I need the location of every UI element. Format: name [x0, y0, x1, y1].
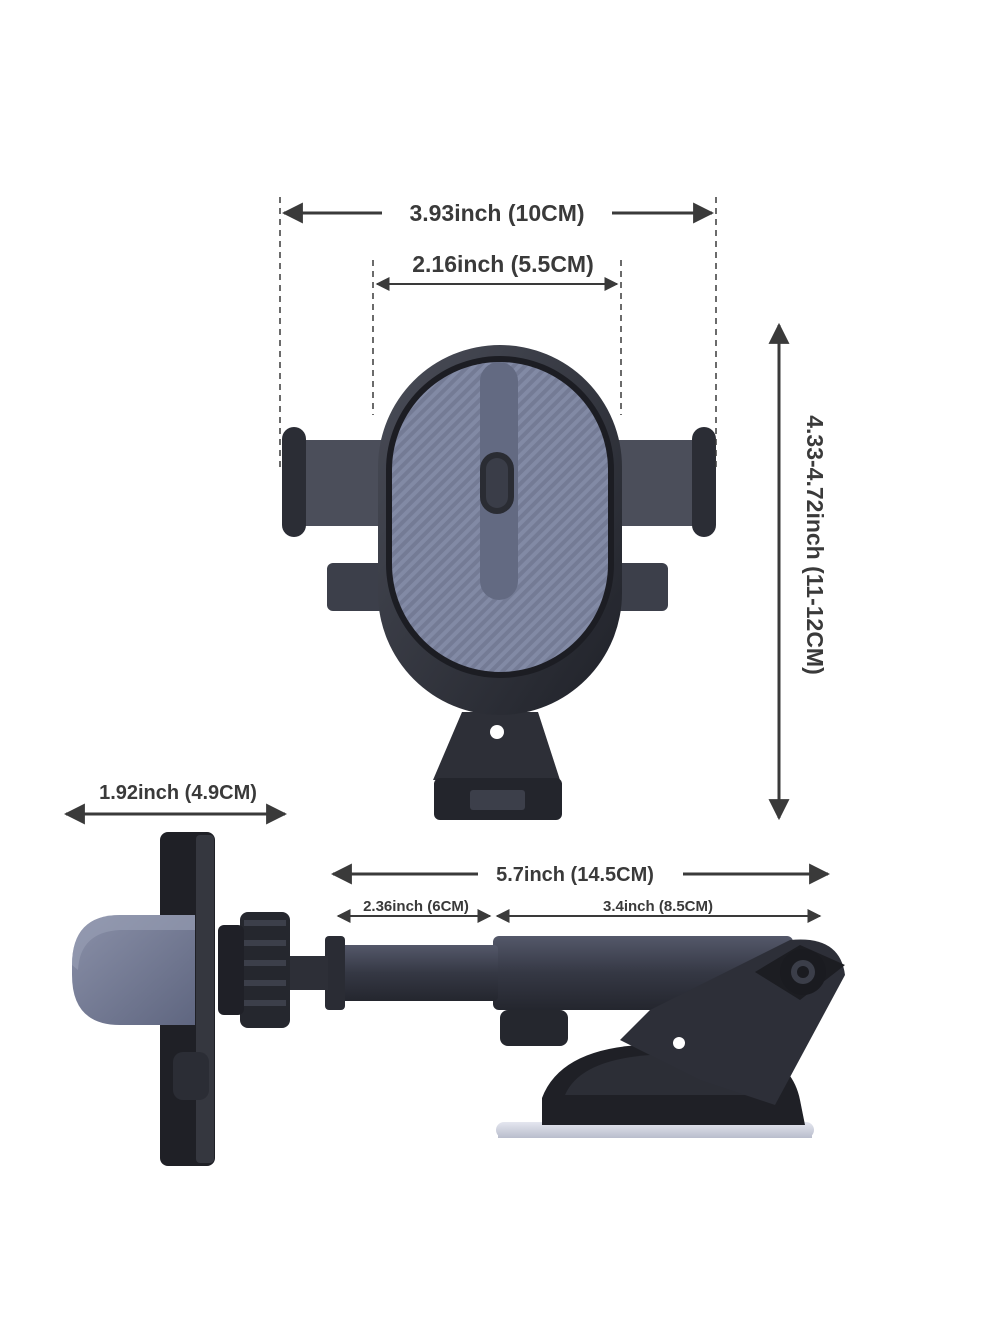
arm-end-cap	[325, 936, 345, 1010]
side-grip-pad	[72, 915, 195, 1025]
reference-lines-top	[279, 197, 717, 470]
arm-extension-dimension: 2.36inch (6CM)	[336, 898, 492, 923]
base-length-label: 3.4inch (8.5CM)	[603, 898, 713, 915]
right-support-foot	[613, 563, 668, 611]
inner-width-label: 2.16inch (5.5CM)	[412, 251, 594, 277]
height-dimension: 4.33-4.72inch (11-12CM)	[768, 322, 837, 821]
left-grip-pad	[282, 427, 306, 537]
left-grip-arm	[300, 440, 390, 526]
clamp-depth-dimension: 1.92inch (4.9CM)	[63, 782, 288, 825]
holder-neck	[433, 712, 560, 780]
right-grip-pad	[692, 427, 716, 537]
height-label: 4.33-4.72inch (11-12CM)	[802, 415, 828, 675]
clamp-depth-label: 1.92inch (4.9CM)	[99, 782, 257, 804]
total-length-dimension: 5.7inch (14.5CM)	[330, 863, 831, 886]
lock-lever	[500, 1010, 568, 1046]
left-support-foot	[327, 563, 387, 611]
base-length-dimension: 3.4inch (8.5CM)	[495, 898, 822, 923]
holder-side-view	[72, 832, 845, 1166]
holder-front-view	[282, 345, 716, 820]
arm-extension-label: 2.36inch (6CM)	[363, 898, 469, 915]
outer-width-label: 3.93inch (10CM)	[409, 200, 584, 226]
inner-width-dimension: 2.16inch (5.5CM)	[375, 251, 619, 291]
outer-width-dimension: 3.93inch (10CM)	[281, 200, 715, 226]
holder-neck-hole	[490, 725, 504, 739]
total-length-label: 5.7inch (14.5CM)	[496, 864, 654, 886]
ball-joint-nut	[240, 912, 290, 1028]
right-grip-arm	[610, 440, 700, 526]
arm-inner-tube	[338, 945, 498, 1001]
